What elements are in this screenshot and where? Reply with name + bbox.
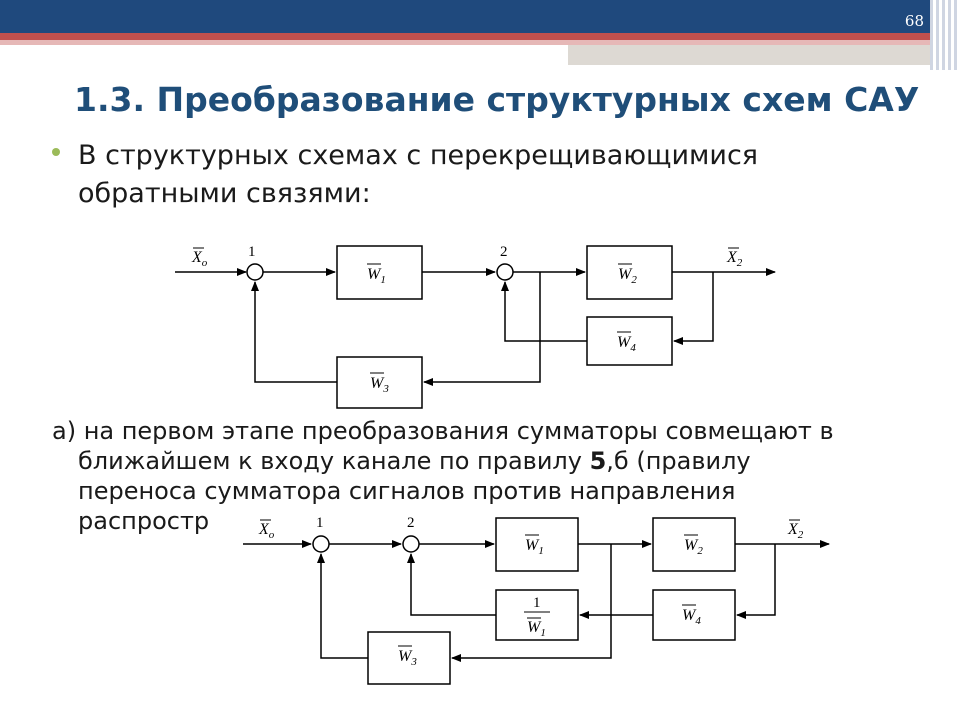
d2-output-label: X2	[787, 521, 804, 541]
d1-input-label: Xo	[191, 249, 208, 269]
d2-block-w3	[367, 631, 451, 685]
d2-w1-label: W1	[525, 537, 544, 557]
d2-feedback-w1inv-s2	[407, 553, 496, 616]
d1-w4-label: W4	[617, 334, 636, 354]
d2-inverse-numerator: 1	[533, 595, 541, 611]
slide-title: 1.3. Преобразование структурных схем САУ	[74, 80, 920, 119]
d2-inverse-denominator: W1	[527, 619, 546, 639]
para-line-4: распростр	[78, 507, 210, 535]
header-stripe-red	[0, 33, 930, 40]
d2-summer-2-label: 2	[407, 515, 415, 531]
d2-summer-2	[402, 535, 420, 553]
d1-summer-1-label: 1	[248, 244, 256, 260]
para-line-2: ближайшем к входу канале по правилу 5,б …	[52, 446, 932, 476]
para-line-1: а) на первом этапе преобразования суммат…	[52, 417, 834, 445]
d1-w2-label: W2	[618, 266, 637, 286]
bullet-icon	[52, 148, 60, 156]
d2-block-w4	[652, 589, 736, 641]
d1-output-label: X2	[726, 249, 743, 269]
bullet-colon: :	[361, 178, 371, 209]
rule-number: 5	[589, 447, 607, 475]
d1-feedback-to-w4	[673, 272, 714, 345]
d1-summer-2	[496, 263, 514, 281]
d2-w3-label: W3	[398, 648, 417, 668]
d1-block-w2	[586, 245, 673, 300]
para-line-3: переноса сумматора сигналов против напра…	[78, 477, 736, 505]
diagram-bottom	[243, 517, 830, 685]
header-stripe-gray	[568, 45, 930, 65]
d1-summer-2-label: 2	[500, 244, 508, 260]
para-line-2-start: ближайшем к входу канале по правилу	[78, 447, 590, 475]
d2-summer-1	[312, 535, 330, 553]
d1-w3-label: W3	[370, 375, 389, 395]
header-bar	[0, 0, 960, 33]
bullet-text: В структурных схемах с перекрещивающимис…	[78, 137, 918, 213]
d1-block-w1	[336, 245, 423, 300]
d2-input-label: Xo	[258, 521, 275, 541]
d1-block-w4	[586, 316, 673, 366]
d2-summer-1-label: 1	[316, 515, 324, 531]
d1-summer-1	[246, 263, 264, 281]
d2-block-w1	[495, 517, 579, 572]
page-number: 68	[904, 12, 924, 30]
para-line-2-end: ,б (правилу	[606, 447, 751, 475]
d2-block-w1-inverse	[495, 589, 579, 641]
d2-w4-label: W4	[682, 607, 701, 627]
d1-feedback-w4-s2	[501, 281, 587, 342]
body-paragraph: а) на первом этапе преобразования суммат…	[52, 416, 932, 536]
d1-w1-label: W1	[367, 266, 386, 286]
d2-feedback-to-w4	[736, 544, 776, 619]
header-stripe-pink	[0, 40, 930, 45]
d1-feedback-w3-s1	[251, 281, 337, 383]
d2-feedback-w3-s1	[317, 553, 368, 659]
bullet-main: В структурных схемах с перекрещивающимис…	[78, 140, 759, 209]
d2-w2-label: W2	[684, 537, 703, 557]
diagram-top	[175, 245, 776, 409]
d2-feedback-to-w3	[451, 544, 612, 662]
d1-feedback-to-w3	[423, 272, 541, 386]
header-vertical-stripes	[930, 0, 960, 70]
